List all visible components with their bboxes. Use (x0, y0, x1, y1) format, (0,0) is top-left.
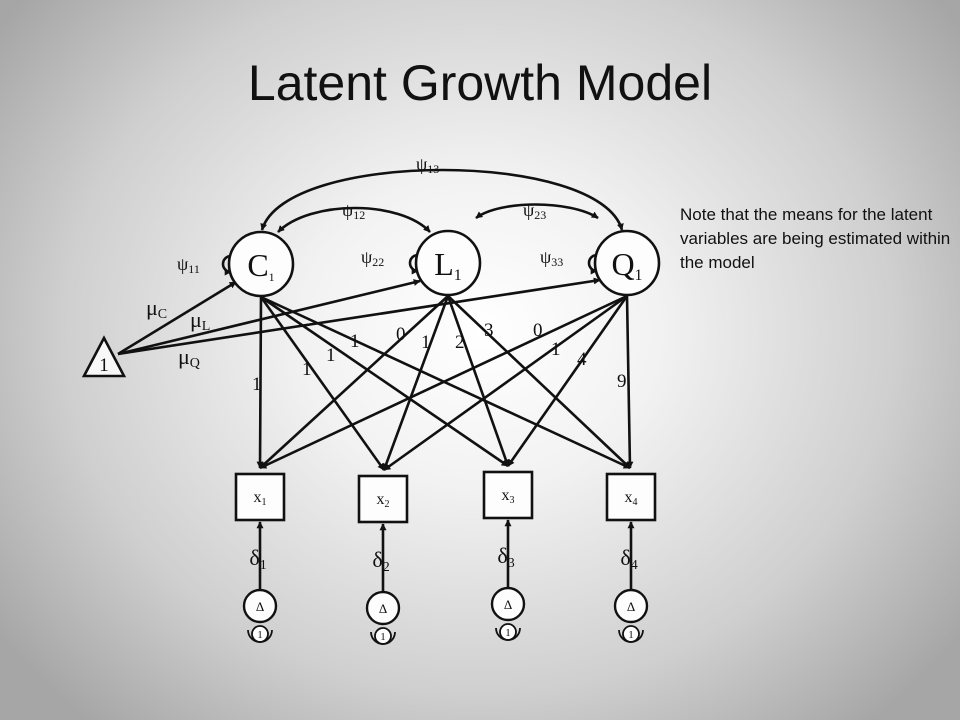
error-label-1: δ1 (249, 545, 266, 573)
load-c-x3 (260, 295, 509, 468)
page-title: Latent Growth Model (247, 55, 713, 111)
loading-label-l-x4: 3 (484, 320, 494, 341)
load-q-x4 (625, 295, 634, 469)
observed-box-1 (234, 472, 286, 522)
var-label-psi11: ψ11 (177, 254, 200, 276)
loading-label-c-x1: 1 (252, 374, 262, 395)
constant-label: 1 (99, 355, 109, 376)
loading-label-l-x3: 2 (455, 332, 465, 353)
var-label-psi33: ψ33 (540, 247, 563, 269)
note-text: Note that the means for the latent varia… (680, 205, 951, 272)
observed-label-2: x2 (377, 491, 390, 510)
var-label-psi22: ψ22 (361, 247, 384, 269)
var-loop-c (221, 254, 232, 276)
loading-label-q-x1: 0 (533, 320, 543, 341)
observed-label-3: x3 (502, 487, 515, 506)
error-label-2: δ2 (372, 547, 389, 575)
load-l-x3 (446, 295, 510, 467)
error-label-4: δ4 (620, 545, 637, 573)
loading-label-c-x3: 1 (326, 345, 336, 366)
latent-label-q: Q1 (611, 246, 642, 284)
observed-box-4 (605, 472, 657, 522)
latent-label-l: L1 (434, 246, 462, 284)
cov-arc-l-q (475, 203, 599, 220)
loading-label-l-x1: 0 (396, 324, 406, 345)
latent-label-c: C1 (247, 247, 274, 284)
observed-box-3 (482, 470, 534, 520)
mean-label-q: μQ (178, 344, 200, 371)
error-node-3 (490, 586, 526, 622)
load-c-x4 (260, 295, 631, 470)
mean-path-c (117, 280, 237, 356)
error-label-3: δ3 (497, 543, 514, 571)
mean-path-q (117, 277, 601, 356)
mean-label-c: μC (146, 295, 167, 322)
load-q-x2 (383, 294, 628, 472)
cov-arc-c-l (277, 206, 431, 233)
load-c-x1 (256, 296, 264, 469)
load-c-x2 (259, 296, 386, 471)
loading-label-q-x3: 4 (577, 349, 587, 370)
loading-label-q-x2: 1 (551, 339, 561, 360)
load-q-x3 (506, 295, 629, 467)
error-node-label-4: Δ (627, 599, 635, 614)
error-node-1 (242, 588, 278, 624)
error-var-label-4: 1 (628, 629, 634, 641)
mean-label-l: μL (190, 307, 210, 334)
load-l-x1 (259, 295, 449, 469)
observed-box-2 (357, 474, 409, 524)
cov-label-psi23: ψ23 (523, 200, 546, 222)
constant-node (81, 335, 127, 378)
cov-label-psi12: ψ12 (342, 200, 365, 222)
loading-label-q-x4: 9 (617, 371, 627, 392)
mean-path-l (117, 279, 421, 356)
load-l-x4 (447, 295, 631, 469)
error-var-label-3: 1 (505, 627, 511, 639)
error-node-4 (613, 588, 649, 624)
error-var-label-1: 1 (257, 629, 263, 641)
loading-label-c-x4: 1 (350, 331, 360, 352)
observed-label-1: x1 (254, 489, 267, 508)
var-loop-l (408, 253, 419, 275)
error-node-label-1: Δ (256, 599, 264, 614)
latent-node-c (227, 230, 295, 298)
var-loop-q (587, 253, 598, 275)
loading-label-c-x2: 1 (302, 359, 312, 380)
error-node-label-2: Δ (379, 601, 387, 616)
loading-label-l-x2: 1 (421, 332, 431, 353)
cov-arc-c-q (260, 168, 624, 231)
load-l-x2 (382, 295, 450, 471)
latent-node-q (593, 229, 661, 297)
cov-label-psi13: ψ13 (416, 154, 439, 176)
error-node-label-3: Δ (504, 597, 512, 612)
latent-node-l (414, 229, 482, 297)
error-node-2 (365, 590, 401, 626)
observed-label-4: x4 (625, 489, 638, 508)
load-q-x1 (259, 294, 628, 470)
error-var-label-2: 1 (380, 631, 386, 643)
